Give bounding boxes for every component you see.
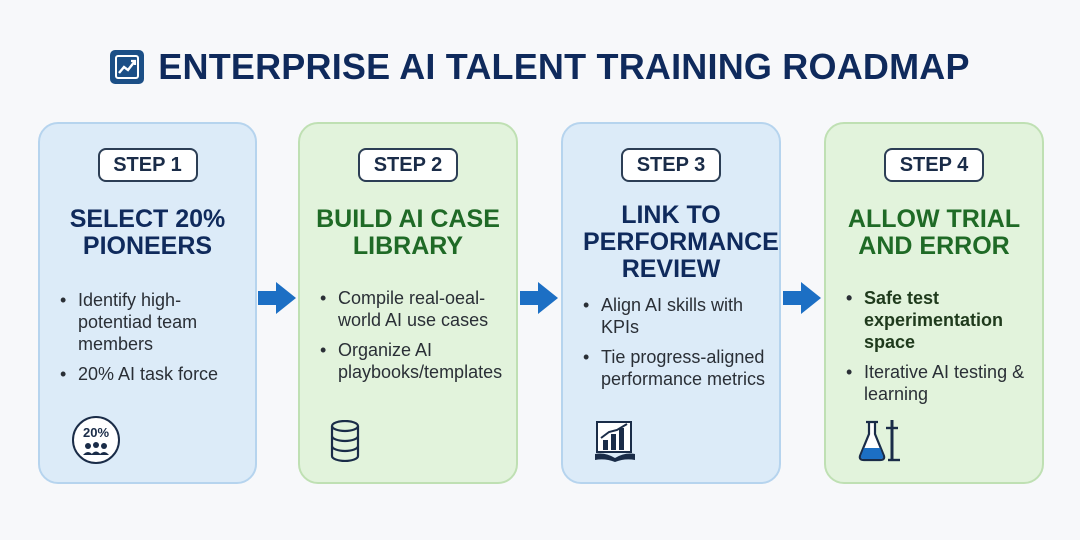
arrow-right-icon (520, 280, 560, 321)
page-title: ENTERPRISE AI TALENT TRAINING ROADMAP (158, 46, 970, 87)
step-badge: STEP 2 (358, 148, 458, 182)
step-title: LINK TO PERFORMANCE REVIEW (583, 201, 779, 283)
list-item: Compile real-oeal-world AI use cases (320, 287, 506, 331)
step-title: ALLOW TRIAL AND ERROR (847, 205, 1021, 260)
step-badge: STEP 3 (621, 148, 721, 182)
arrow-right-icon (783, 280, 823, 321)
list-item: Align AI skills with KPIs (583, 294, 769, 338)
step-card-4: STEP 4 ALLOW TRIAL AND ERROR Safe test e… (824, 122, 1044, 484)
lab-flask-icon (856, 418, 904, 469)
list-item: Iterative AI testing & learning (846, 361, 1032, 405)
arrow-right-icon (258, 280, 298, 321)
step-card-2: STEP 2 BUILD AI CASE LIBRARY Compile rea… (298, 122, 518, 484)
database-icon (330, 419, 360, 467)
step-bullets: Safe test experimentation space Iterativ… (846, 287, 1032, 413)
team-20-percent-icon: 20% (70, 414, 122, 471)
list-item: 20% AI task force (60, 363, 245, 385)
step-bullets: Identify high-potentiad team members 20%… (60, 289, 245, 393)
list-item: Organize AI playbooks/templates (320, 339, 506, 383)
step-badge: STEP 4 (884, 148, 984, 182)
list-item: Tie progress-aligned performance metrics (583, 346, 769, 390)
step-title: BUILD AI CASE LIBRARY (316, 205, 500, 260)
page-header: ENTERPRISE AI TALENT TRAINING ROADMAP (0, 42, 1080, 92)
step-title: SELECT 20% PIONEERS (69, 205, 226, 260)
team-20-percent-label: 20% (83, 425, 109, 440)
step-badge: STEP 1 (97, 148, 198, 182)
list-item: Safe test experimentation space (846, 287, 1032, 353)
chart-icon (110, 50, 145, 84)
list-item: Identify high-potentiad team members (60, 289, 245, 355)
bar-chart-book-icon (593, 420, 637, 467)
step-card-3: STEP 3 LINK TO PERFORMANCE REVIEW Align … (561, 122, 781, 484)
step-card-1: STEP 1 SELECT 20% PIONEERS Identify high… (38, 122, 257, 484)
step-bullets: Compile real-oeal-world AI use cases Org… (320, 287, 506, 391)
step-bullets: Align AI skills with KPIs Tie progress-a… (583, 294, 769, 398)
